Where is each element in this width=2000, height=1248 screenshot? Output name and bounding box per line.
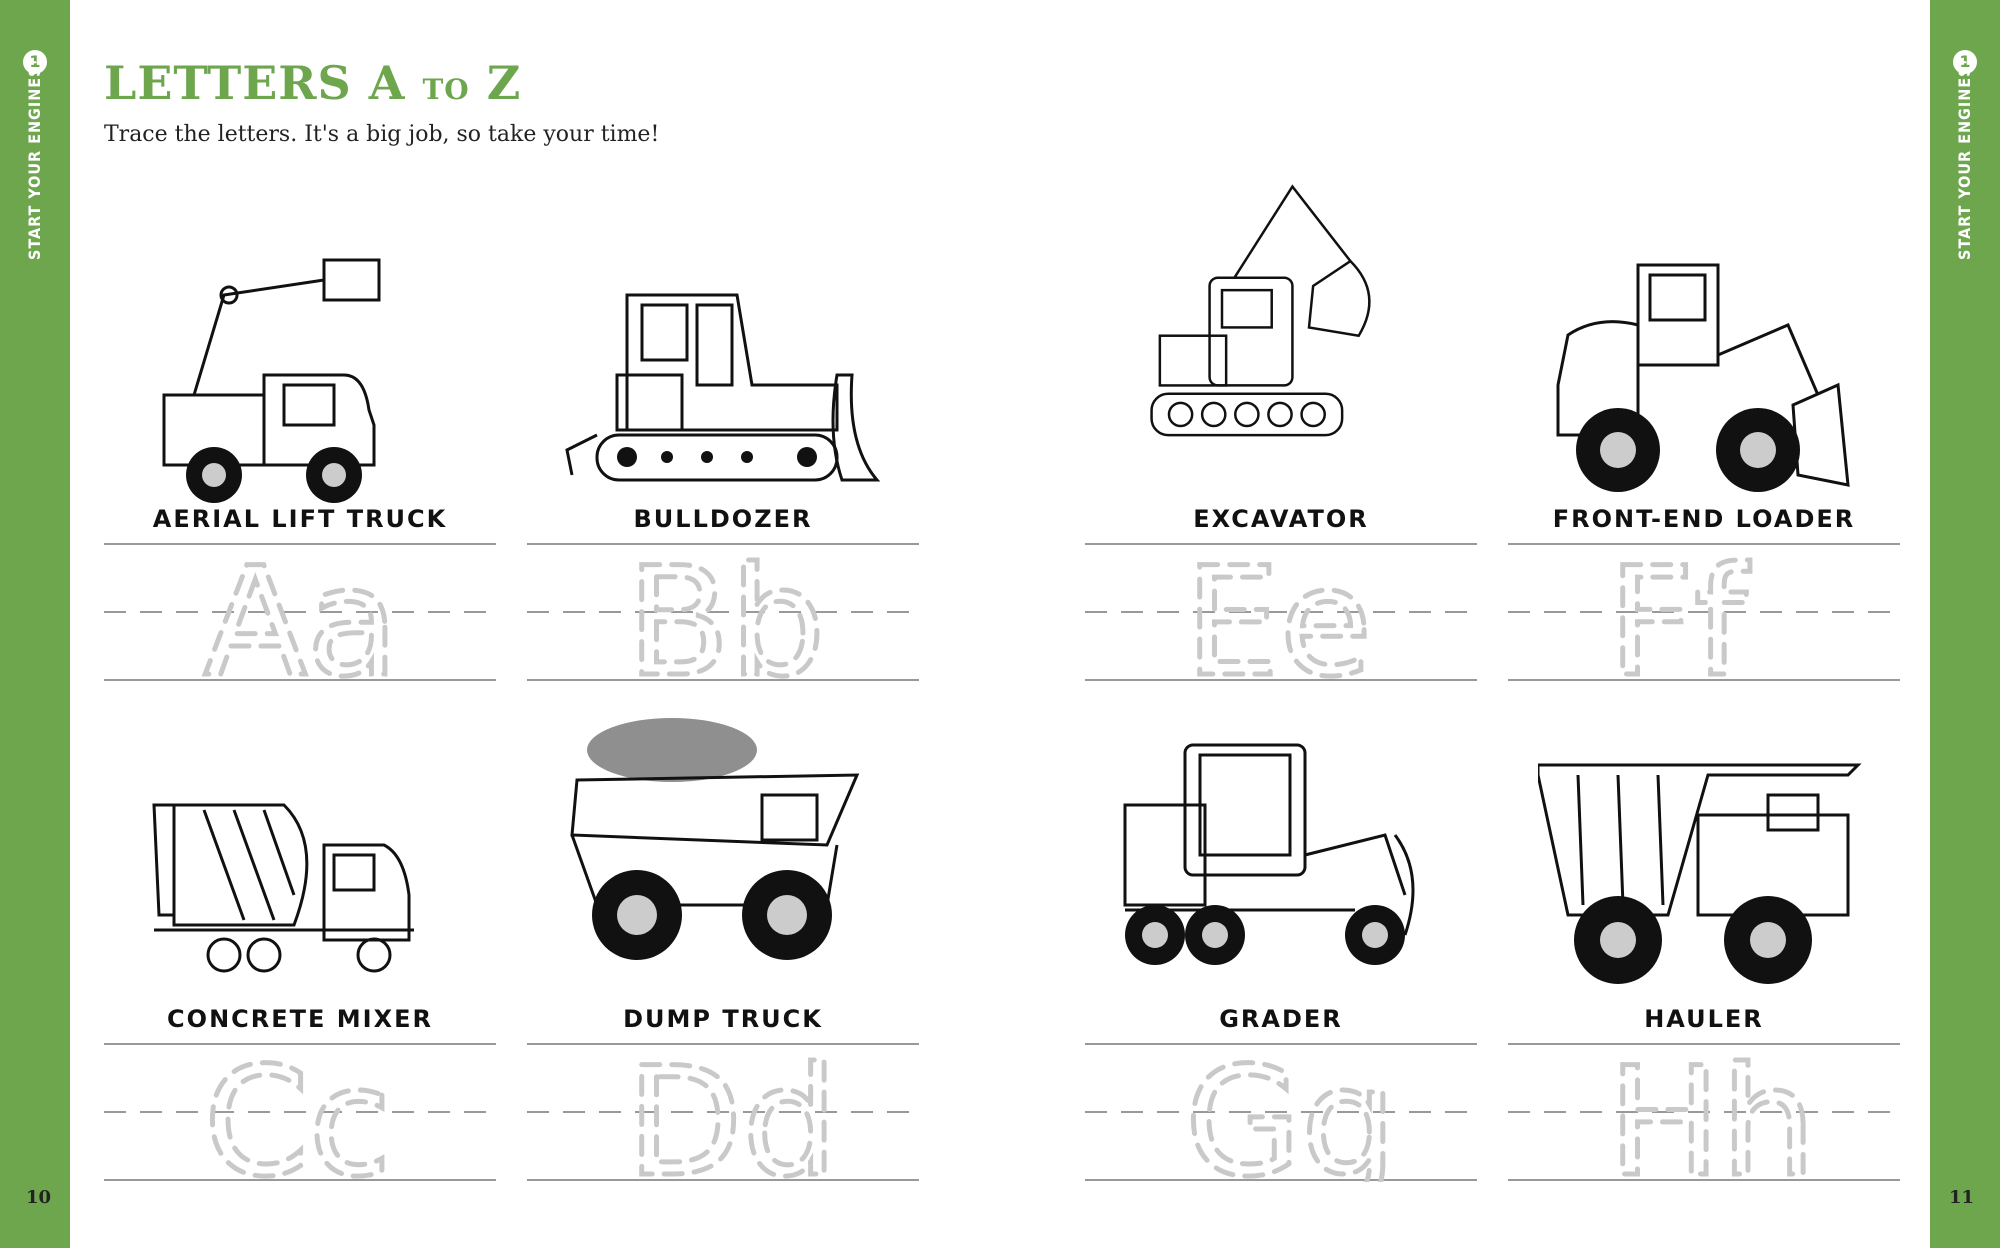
tracing-lines: Gg [1085, 1042, 1477, 1182]
aerial-lift-truck-icon [162, 258, 381, 503]
trace-letters[interactable]: Gg [1183, 1042, 1399, 1182]
vehicle-label: EXCAVATOR [1193, 505, 1369, 533]
vehicle-label: DUMP TRUCK [623, 1005, 823, 1033]
tracing-lines: Hh [1508, 1042, 1900, 1182]
grader-icon [1123, 743, 1415, 965]
page-number-left: 10 [26, 1187, 52, 1208]
vehicle-label: HAULER [1644, 1005, 1764, 1033]
page-title: LETTERS A TO Z [104, 56, 521, 110]
tracing-lines: Ff [1508, 542, 1900, 682]
page-number-right: 11 [1948, 1187, 1974, 1208]
trace-letters[interactable]: Dd [625, 1042, 841, 1182]
section-title-vertical: START YOUR ENGINES! [25, 57, 44, 260]
right-margin-strip: 1 START YOUR ENGINES! 11 [1930, 0, 2000, 1248]
trace-letters[interactable]: Ff [1606, 542, 1753, 682]
vehicle-label: GRADER [1219, 1005, 1343, 1033]
trace-letters[interactable]: Ee [1183, 542, 1375, 682]
trace-letters[interactable]: Cc [202, 1042, 394, 1182]
excavator-icon [1150, 184, 1371, 437]
section-number-badge: 1 [23, 50, 47, 74]
concrete-mixer-icon [152, 803, 414, 973]
title-to: TO [422, 73, 470, 106]
section-number-badge-right: 1 [1953, 50, 1977, 74]
tracing-lines: Dd [527, 1042, 919, 1182]
title-end: Z [486, 56, 522, 110]
section-title-vertical-right: START YOUR ENGINES! [1955, 57, 1974, 260]
tracing-lines: Bb [527, 542, 919, 682]
vehicle-label: BULLDOZER [633, 505, 813, 533]
tracing-lines: Ee [1085, 542, 1477, 682]
instructions: Trace the letters. It's a big job, so ta… [104, 122, 660, 147]
title-main: LETTERS A [104, 56, 406, 110]
vehicle-label: AERIAL LIFT TRUCK [152, 505, 448, 533]
left-margin-strip: 1 START YOUR ENGINES! 10 [0, 0, 70, 1248]
hauler-icon [1538, 763, 1862, 984]
tracing-lines: Aa [104, 542, 496, 682]
vehicle-label: CONCRETE MIXER [167, 1005, 433, 1033]
trace-letters[interactable]: Aa [202, 542, 402, 682]
dump-truck-icon [570, 718, 860, 960]
tracing-lines: Cc [104, 1042, 496, 1182]
bulldozer-icon [565, 293, 881, 482]
trace-letters[interactable]: Bb [625, 542, 828, 682]
trace-letters[interactable]: Hh [1606, 1042, 1819, 1182]
front-end-loader-icon [1556, 263, 1850, 492]
vehicle-label: FRONT-END LOADER [1552, 505, 1856, 533]
